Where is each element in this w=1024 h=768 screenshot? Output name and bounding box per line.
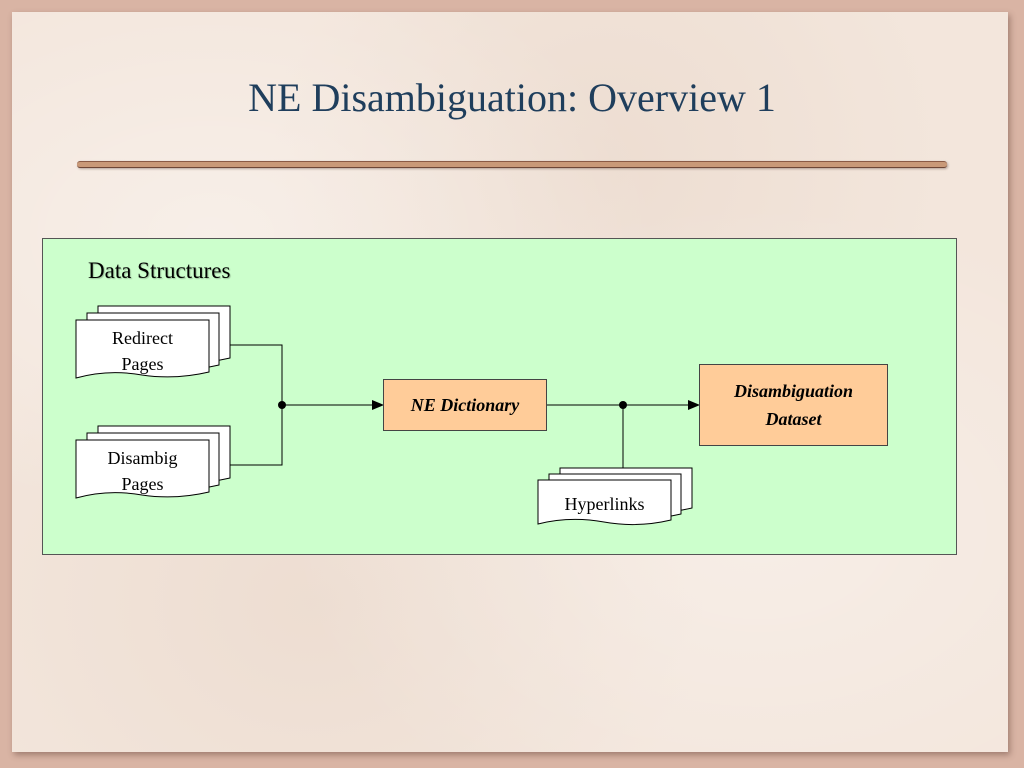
- panel-heading: Data Structures: [88, 258, 231, 283]
- disambig-pages-label: Disambig Pages: [76, 445, 209, 497]
- ne-dictionary-label: NE Dictionary: [410, 395, 520, 415]
- redirect-pages-label: Redirect Pages: [76, 325, 209, 377]
- title-divider: [77, 161, 947, 168]
- dataset-line1: Disambiguation: [733, 381, 854, 401]
- redirect-pages-line1: Redirect: [112, 328, 173, 348]
- disambig-pages-line1: Disambig: [107, 448, 178, 468]
- slide-title: NE Disambiguation: Overview 1: [248, 75, 776, 120]
- redirect-pages-line2: Pages: [121, 354, 164, 374]
- disambiguation-dataset-box: Disambiguation Dataset: [699, 364, 888, 446]
- hyperlinks-line1: Hyperlinks: [564, 494, 645, 514]
- hyperlinks-label: Hyperlinks: [538, 491, 671, 517]
- dataset-line2: Dataset: [765, 409, 822, 429]
- ne-dictionary-box: NE Dictionary: [383, 379, 547, 431]
- disambig-pages-line2: Pages: [121, 474, 164, 494]
